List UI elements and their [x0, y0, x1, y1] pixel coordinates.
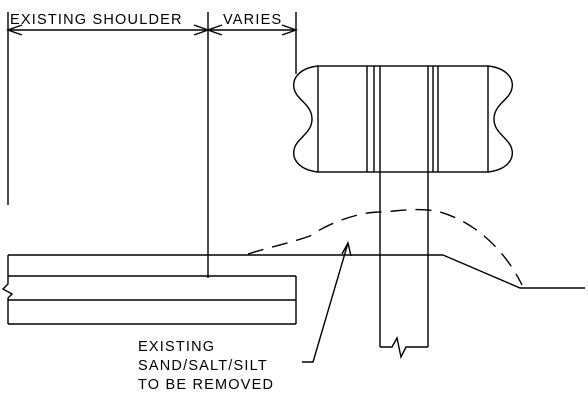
arrowhead-left: [5, 24, 23, 36]
note-line-sand-salt-silt: SAND/SALT/SILT: [138, 358, 268, 374]
arrowhead-varies-left: [205, 24, 223, 36]
note-line-existing: EXISTING: [138, 339, 215, 355]
note-line-to-be-removed: TO BE REMOVED: [138, 377, 274, 393]
pavement-break-line: [1, 255, 14, 324]
sediment-mound-outline: [247, 208, 523, 286]
shoulder-pavement: [1, 254, 443, 325]
w-beam-body: [317, 65, 489, 173]
w-beam-rail: [293, 65, 513, 173]
varies-label: VARIES: [223, 12, 282, 28]
existing-shoulder-label: EXISTING SHOULDER: [10, 12, 183, 28]
note-leader-arrowhead: [341, 241, 352, 257]
post-break-line: [380, 336, 428, 360]
note-leader-line: [302, 242, 349, 363]
arrowhead-varies-right: [281, 24, 299, 36]
guardrail-post: [379, 172, 429, 360]
w-beam-right-profile: [487, 65, 513, 173]
embankment-slope: [442, 254, 585, 289]
dimension-lines: [5, 12, 299, 278]
w-beam-left-profile: [293, 65, 319, 173]
